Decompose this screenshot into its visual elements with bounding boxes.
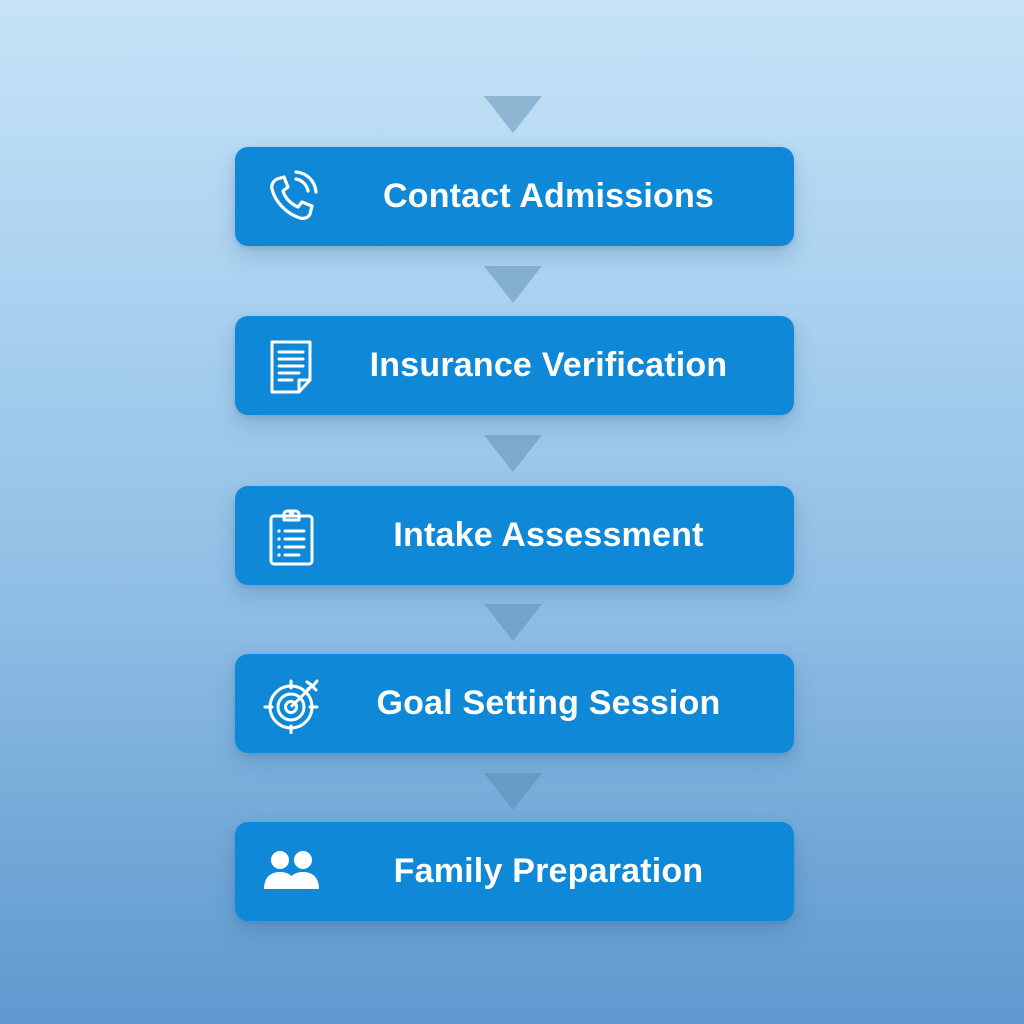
- people-icon: [263, 844, 321, 902]
- step-label: Contact Admissions: [382, 177, 715, 215]
- clipboard-icon: [263, 508, 321, 566]
- step-label: Goal Setting Session: [376, 684, 721, 722]
- step-label: Family Preparation: [393, 852, 704, 890]
- step-label: Insurance Verification: [369, 346, 728, 384]
- flow-arrow-top: [484, 96, 542, 133]
- flow-arrow: [484, 266, 542, 303]
- target-icon: [263, 676, 321, 734]
- flow-arrow: [484, 604, 542, 641]
- step-intake-assessment: Intake Assessment: [235, 486, 794, 585]
- flow-arrow: [484, 773, 542, 810]
- document-icon: [263, 338, 321, 396]
- phone-icon: [263, 169, 321, 227]
- step-goal-setting-session: Goal Setting Session: [235, 654, 794, 753]
- step-contact-admissions: Contact Admissions: [235, 147, 794, 246]
- step-insurance-verification: Insurance Verification: [235, 316, 794, 415]
- step-family-preparation: Family Preparation: [235, 822, 794, 921]
- step-label: Intake Assessment: [393, 516, 704, 554]
- flow-arrow: [484, 435, 542, 472]
